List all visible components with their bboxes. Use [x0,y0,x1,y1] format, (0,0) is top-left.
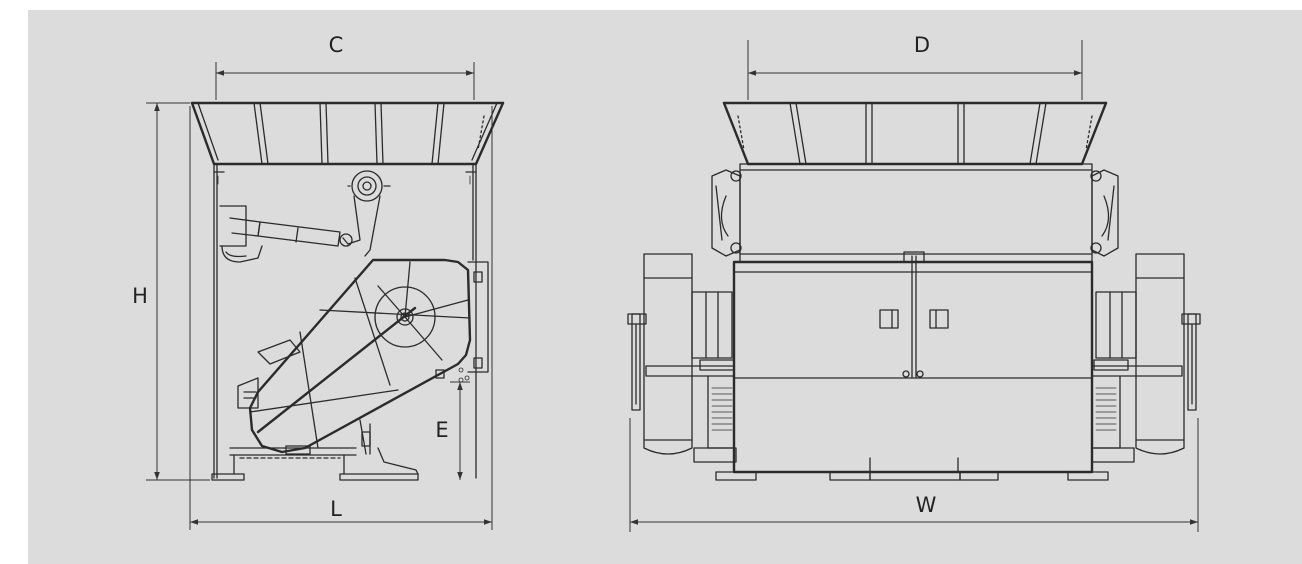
dim-label-w: W [916,493,937,517]
dim-label-l: L [330,497,342,521]
dim-label-e: E [435,418,448,442]
front-upper-body [711,163,1119,263]
front-hopper [722,101,1108,166]
dim-label-h: H [132,284,148,308]
side-belt-drive [237,258,489,455]
dim-label-c: C [329,33,344,57]
side-frame [211,163,477,481]
front-right-motor [1091,253,1201,463]
side-dimensions: C H E L [132,33,493,530]
side-view [190,101,505,481]
side-hydraulic-arm [219,170,391,263]
side-hopper [190,101,505,166]
front-view [627,101,1201,481]
front-main-body [715,251,1109,481]
front-dimensions: D W [629,33,1199,532]
dim-label-d: D [914,33,930,57]
front-left-motor [627,253,737,463]
